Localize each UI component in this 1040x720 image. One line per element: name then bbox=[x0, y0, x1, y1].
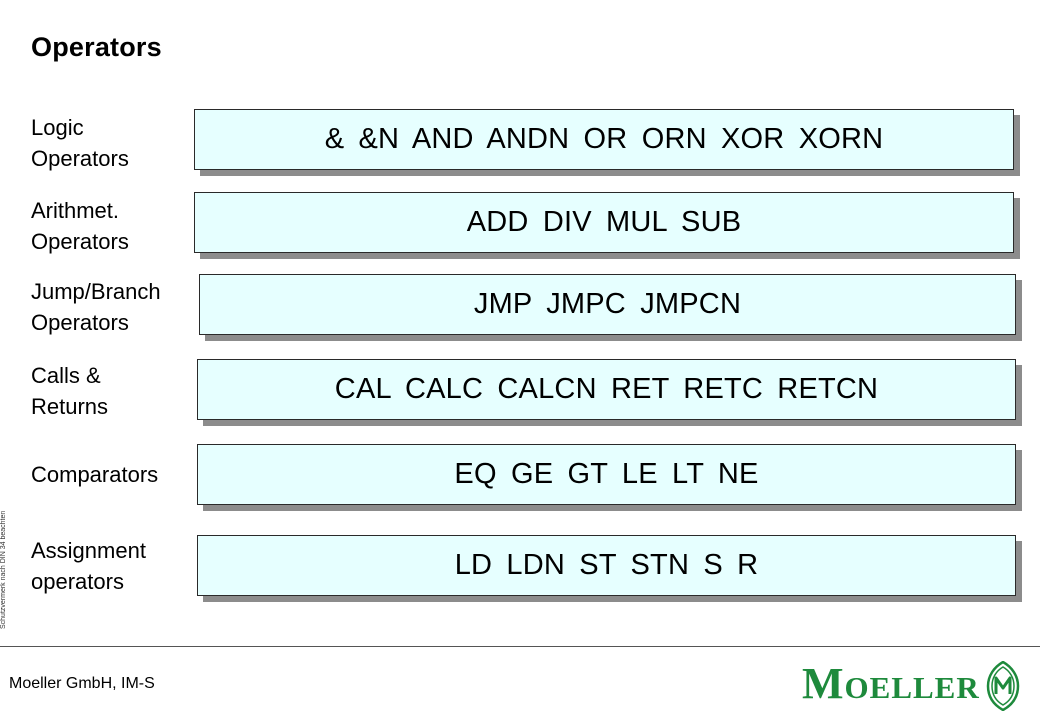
row-label-logic: Logic Operators bbox=[31, 115, 129, 171]
row-label-jump: Jump/Branch Operators bbox=[31, 279, 161, 335]
row-label-arithmetic: Arithmet. Operators bbox=[31, 198, 129, 254]
row-label-calls: Calls & Returns bbox=[31, 363, 109, 419]
operator-box-jump: JMP JMPC JMPCN bbox=[199, 274, 1016, 335]
footer-company: Moeller GmbH, IM-S bbox=[9, 675, 155, 692]
operator-box-calls: CAL CALC CALCN RET RETC RETCN bbox=[197, 359, 1016, 420]
footer-divider bbox=[0, 646, 1040, 647]
page-title: Operators bbox=[31, 32, 162, 62]
operator-box-arithmetic: ADD DIV MUL SUB bbox=[194, 192, 1014, 253]
operator-box-logic: & &N AND ANDN OR ORN XOR XORN bbox=[194, 109, 1014, 170]
copyright-notice: Schutzvermerk nach DIN 34 beachten bbox=[0, 510, 7, 629]
operator-box-assignment: LD LDN ST STN S R bbox=[197, 535, 1016, 596]
operator-box-comparators: EQ GE GT LE LT NE bbox=[197, 444, 1016, 505]
row-label-assignment: Assignment operators bbox=[31, 538, 146, 594]
row-label-comparators: Comparators bbox=[31, 462, 159, 487]
moeller-emblem-icon bbox=[986, 661, 1020, 711]
moeller-logo: MOELLER bbox=[802, 659, 980, 708]
